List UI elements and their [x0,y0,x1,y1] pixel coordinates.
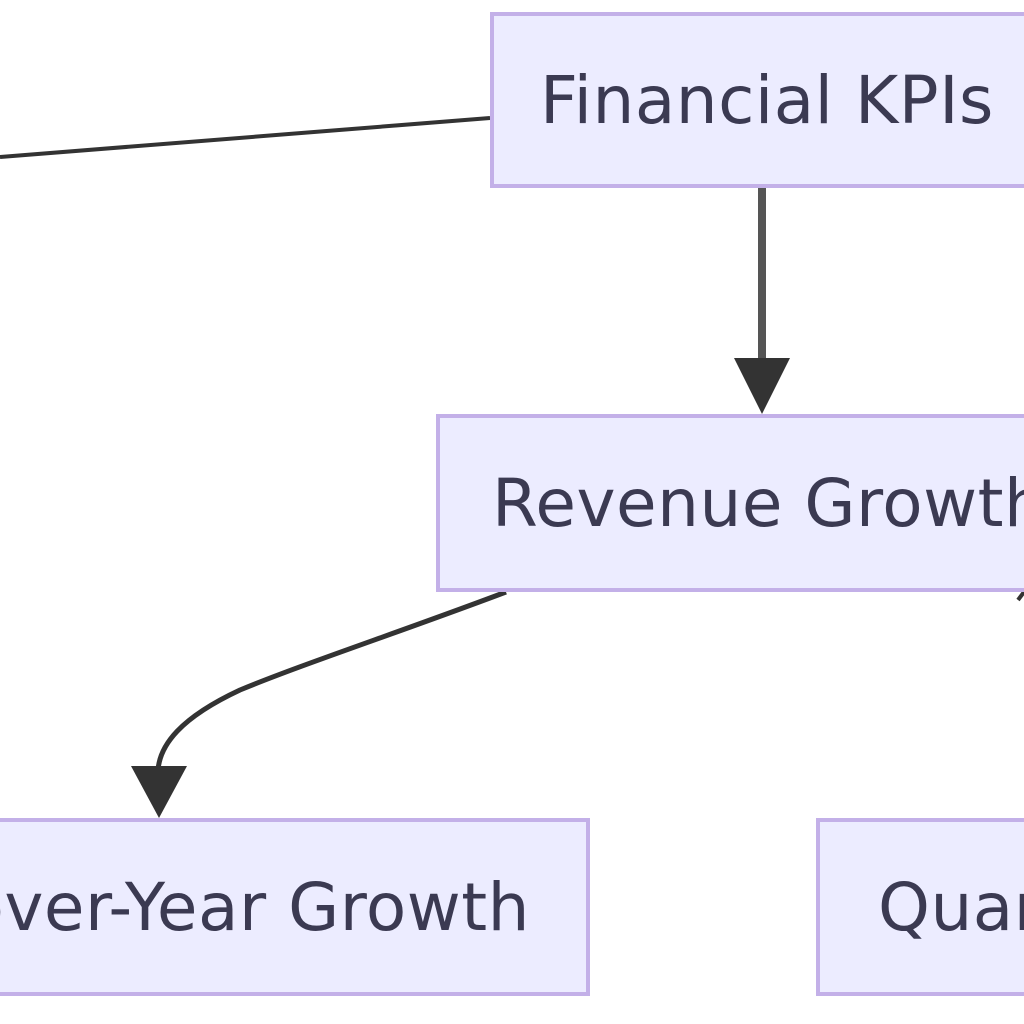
edge-parent-to-financial-kpis [0,116,491,159]
node-yoy-growth[interactable]: Year-over-Year Growth [0,818,590,996]
node-financial-kpis[interactable]: Financial KPIs [490,12,1024,188]
node-quarterly-growth[interactable]: Quarterly Growth [816,818,1024,996]
arrowhead-revenue-growth [734,358,790,414]
node-revenue-growth[interactable]: Revenue Growth [436,414,1024,592]
node-financial-kpis-label: Financial KPIs [540,61,994,139]
edge-revenue-growth-to-quarterly [1016,590,1024,602]
node-revenue-growth-label: Revenue Growth [492,464,1024,542]
arrowhead-yoy-growth [131,766,187,818]
node-yoy-growth-label: Year-over-Year Growth [0,868,530,946]
edge-revenue-growth-to-yoy-growth [155,589,507,771]
node-quarterly-growth-label: Quarterly Growth [878,868,1024,946]
